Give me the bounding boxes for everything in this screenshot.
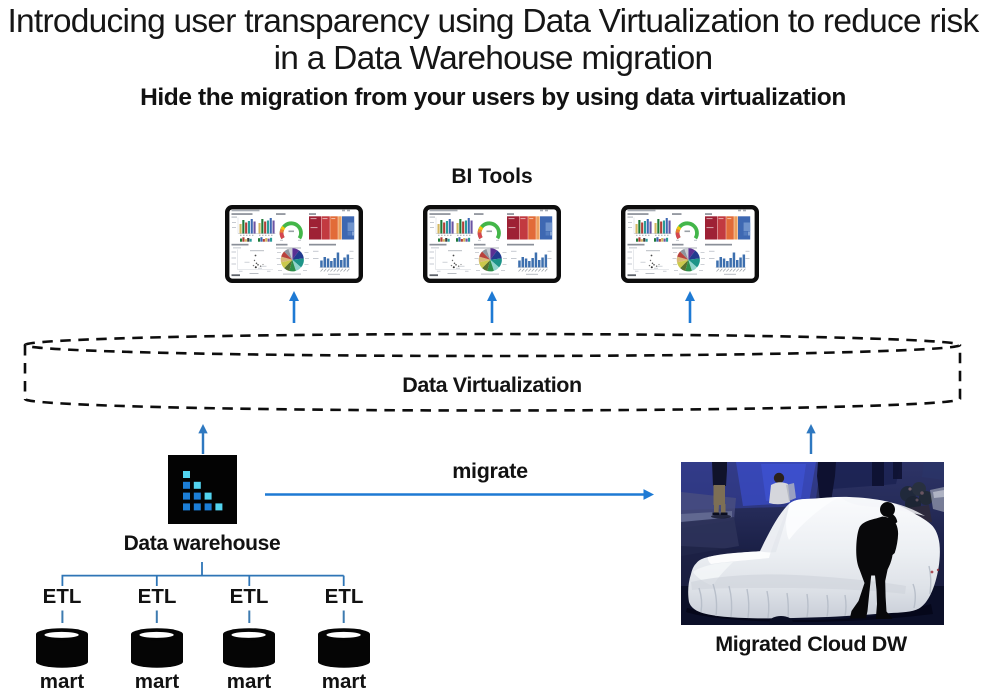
svg-text:Data Virtualization: Data Virtualization (402, 373, 582, 397)
